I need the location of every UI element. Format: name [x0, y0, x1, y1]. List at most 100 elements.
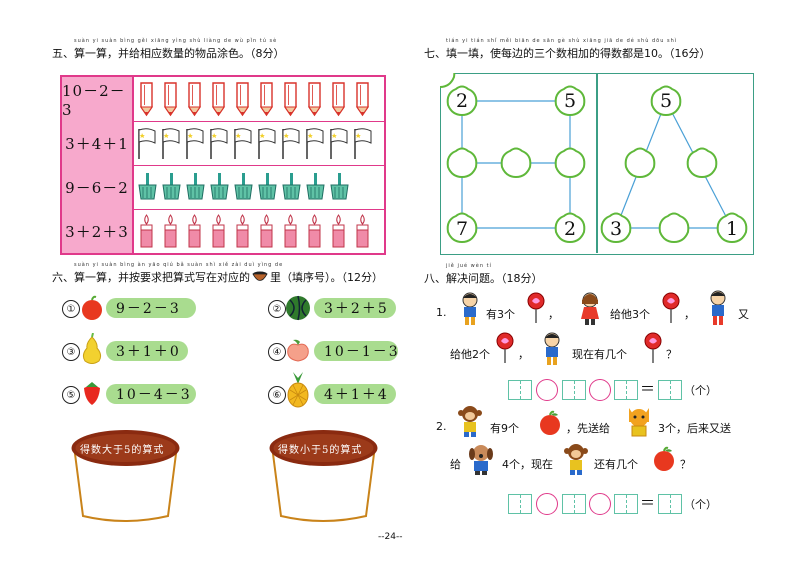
square-bottom-left-number: 7	[455, 218, 469, 240]
equals-sign: ＝	[640, 494, 656, 512]
section-6-pinyin: suàn yi suàn bìng àn yāo qiú bǎ suàn shì…	[74, 262, 284, 268]
row-expression: 3＋2＋3	[62, 209, 134, 253]
row-expression: 10－2－3	[62, 77, 134, 121]
pencil-icon	[188, 82, 201, 117]
flag-icon	[354, 128, 372, 159]
brush-icon	[306, 173, 325, 200]
pencil-icon	[260, 82, 273, 117]
flag-icon	[306, 128, 324, 159]
q2-text-4: 给	[450, 458, 461, 471]
flag-icon	[210, 128, 228, 159]
table-row: 10－2－3	[62, 77, 384, 122]
square-top-left-number: 2	[455, 90, 469, 112]
answer-box[interactable]	[658, 494, 682, 514]
expression-card: 4＋1＋4	[314, 384, 396, 404]
pencil-icon	[140, 82, 153, 117]
question-1-number: 1.	[436, 306, 447, 319]
triangle-bottom-right-number: 1	[725, 218, 739, 240]
operator-circle[interactable]	[536, 379, 558, 401]
flag-icon	[186, 128, 204, 159]
section-5-title: suàn yi suàn bìng gěi xiāng yìng shù lià…	[52, 38, 285, 61]
question-2-number: 2.	[436, 420, 447, 433]
section-8-pinyin: jiě jué wèn tí	[446, 263, 492, 269]
pear-icon	[82, 333, 102, 364]
expression-card: 9－2－3	[106, 298, 196, 318]
q2-unit: （个）	[684, 498, 717, 511]
basket-right-label: 得数小于5的算式	[278, 445, 363, 456]
q1-text-8: 现在有几个	[572, 348, 627, 361]
q1-text-6: 给他2个	[450, 348, 490, 361]
operator-circle[interactable]	[589, 379, 611, 401]
operator-circle[interactable]	[536, 493, 558, 515]
candle-icon	[332, 214, 345, 248]
boy-icon	[544, 332, 560, 365]
row-expression: 9－6－2	[62, 165, 134, 209]
section-7-pinyin: tián yi tián shǐ měi biān de sān gè shù …	[446, 38, 678, 44]
square-bottom-right-number: 2	[563, 218, 577, 240]
brush-icon	[282, 173, 301, 200]
flag-icon	[282, 128, 300, 159]
section-5-pinyin: suàn yi suàn bìng gěi xiāng yìng shù lià…	[74, 38, 278, 44]
puzzle-divider	[596, 73, 598, 253]
page-number: --24--	[378, 532, 403, 542]
pencil-icon	[212, 82, 225, 117]
pencil-icon	[284, 82, 297, 117]
answer-box[interactable]	[562, 494, 586, 514]
candle-icon	[236, 214, 249, 248]
answer-box[interactable]	[614, 494, 638, 514]
triangle-top-number: 5	[659, 90, 673, 112]
brush-icon	[258, 173, 277, 200]
expression-card: 3＋2＋5	[314, 298, 396, 318]
item-number: ③	[62, 343, 80, 361]
expression-card: 10－1－3	[314, 341, 398, 361]
lollipop-icon	[496, 332, 514, 363]
dog-icon	[469, 445, 493, 475]
answer-box[interactable]	[508, 494, 532, 514]
section-7-title: tián yi tián shǐ měi biān de sān gè shù …	[424, 38, 711, 61]
operator-circle[interactable]	[589, 493, 611, 515]
candle-icon	[164, 214, 177, 248]
item-number: ①	[62, 300, 80, 318]
candle-icon	[356, 214, 369, 248]
q2-text-5: 4个，现在	[502, 458, 553, 471]
pencil-icon	[356, 82, 369, 117]
flag-icon	[162, 128, 180, 159]
candle-icon	[212, 214, 225, 248]
answer-box[interactable]	[658, 380, 682, 400]
item-number: ②	[268, 300, 286, 318]
answer-box[interactable]	[614, 380, 638, 400]
bowl-icon	[252, 271, 268, 281]
q1-text-7: ，	[518, 348, 529, 361]
pencil-icon	[164, 82, 177, 117]
answer-box[interactable]	[562, 380, 586, 400]
section-6-title-b: 里（填序号）。（12分）	[270, 271, 383, 284]
brush-items	[136, 169, 349, 205]
apple-icon	[82, 295, 102, 320]
candle-icon	[188, 214, 201, 248]
q1-text-4: ，	[684, 308, 695, 321]
section-7-title-text: 七、填一填，使每边的三个数相加的得数都是10。（16分）	[424, 47, 711, 60]
q1-unit: （个）	[684, 384, 717, 397]
q2-text-6: 还有几个	[594, 458, 638, 471]
table-row: 3＋2＋3	[62, 209, 384, 253]
watermelon-icon	[286, 295, 310, 321]
expression-card: 10－4－3	[106, 384, 196, 404]
q2-text-2: ，先送给	[566, 422, 610, 435]
item-number: ⑤	[62, 386, 80, 404]
pencil-icon	[236, 82, 249, 117]
pineapple-icon	[287, 372, 309, 408]
brush-icon	[138, 173, 157, 200]
candle-items	[136, 213, 373, 249]
boy-icon	[462, 292, 478, 325]
section-6-title: suàn yi suàn bìng àn yāo qiú bǎ suàn shì…	[52, 262, 383, 285]
strawberry-icon	[84, 382, 100, 405]
section-8-title-text: 八、解决问题。（18分）	[424, 272, 543, 285]
row-expression: 3＋4＋1	[62, 121, 134, 165]
basket-left-label: 得数大于5的算式	[80, 445, 165, 456]
answer-box[interactable]	[508, 380, 532, 400]
cat-icon	[629, 408, 649, 437]
puzzle-graph	[440, 73, 748, 243]
apple-icon	[654, 446, 674, 471]
q1-text-2: ，	[548, 308, 559, 321]
lollipop-icon	[527, 292, 545, 323]
